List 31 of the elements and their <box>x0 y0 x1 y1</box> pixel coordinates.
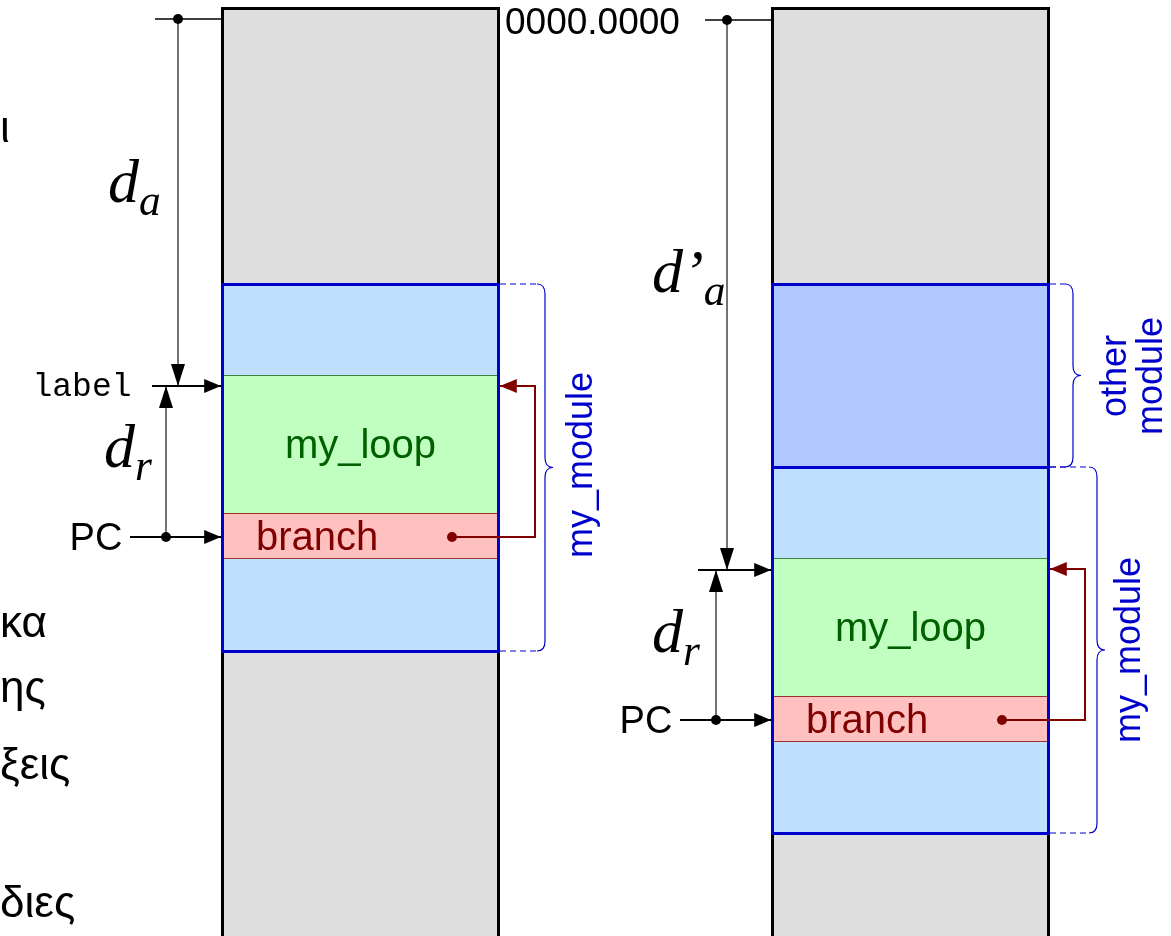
arrow <box>997 562 1086 725</box>
arrow <box>679 713 772 727</box>
distance-label: d$_{r}$ <box>104 415 152 488</box>
loop-block: my_loop <box>774 558 1047 696</box>
module-block <box>771 283 1050 469</box>
distance-label: d’$_{a}$ <box>652 240 726 313</box>
text-fragment: διες <box>0 880 76 924</box>
arrow <box>151 379 222 393</box>
memory-column <box>221 7 500 936</box>
text-fragment: ξεις <box>0 742 71 786</box>
module-block <box>221 283 500 653</box>
distance-label: d$_{a}$ <box>108 150 161 223</box>
branch-block: branch <box>774 696 1047 742</box>
arrow <box>129 530 222 544</box>
text-fragment: ι <box>0 105 10 149</box>
arrow <box>697 563 772 577</box>
address-label: 0000.0000 <box>505 3 680 40</box>
pointer-label: PC <box>612 698 680 742</box>
module-label: my_module <box>562 370 601 561</box>
branch-block: branch <box>224 513 497 559</box>
module-block <box>771 466 1050 835</box>
arrow <box>447 379 536 542</box>
module-label: my_module <box>1110 555 1149 746</box>
pointer-label: PC <box>62 515 130 559</box>
memory-column <box>771 7 1050 936</box>
pointer-label: label <box>12 368 152 406</box>
text-fragment: ης <box>0 665 46 709</box>
module-label: other module <box>1096 315 1171 437</box>
text-fragment: κα <box>0 600 47 644</box>
loop-block: my_loop <box>224 375 497 513</box>
distance-label: d$_{r}$ <box>652 600 700 673</box>
